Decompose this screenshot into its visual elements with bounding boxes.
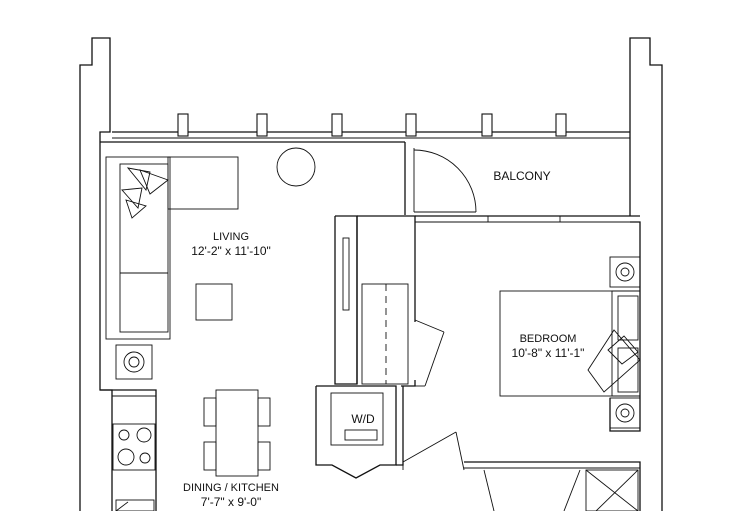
plant-icon <box>121 167 169 219</box>
balcony-railing <box>177 113 567 137</box>
coffee-table <box>195 283 233 321</box>
round-column <box>276 147 316 187</box>
sofa-icon <box>105 156 239 340</box>
balcony-label: BALCONY <box>493 169 550 183</box>
bedroom-size: 10'-8" x 11'-1" <box>512 346 585 360</box>
dining-label: DINING / KITCHEN <box>183 482 279 494</box>
living-size: 12'-2" x 11'-10" <box>191 244 271 258</box>
dining-size: 7'-7" x 9'-0" <box>201 495 261 509</box>
bathroom-fixtures <box>483 469 639 511</box>
closet-door <box>410 319 445 387</box>
balcony-walls <box>404 132 640 223</box>
balcony-door <box>413 148 477 213</box>
hall-doors <box>396 386 465 471</box>
bedroom-label: BEDROOM <box>520 333 577 345</box>
living-label: LIVING <box>213 231 249 243</box>
laundry-closet <box>315 385 397 479</box>
laundry-label: W/D <box>351 412 375 426</box>
fan-coil-icon <box>115 344 153 380</box>
bedroom-walls <box>464 221 641 511</box>
dining-table <box>203 389 271 477</box>
interior-walls <box>334 215 416 387</box>
fan-coil-icon <box>609 397 641 429</box>
bed-icon <box>499 290 641 397</box>
fan-coil-icon <box>609 256 641 288</box>
living-bottom-wall <box>100 389 157 511</box>
cooktop-icon <box>112 423 156 511</box>
